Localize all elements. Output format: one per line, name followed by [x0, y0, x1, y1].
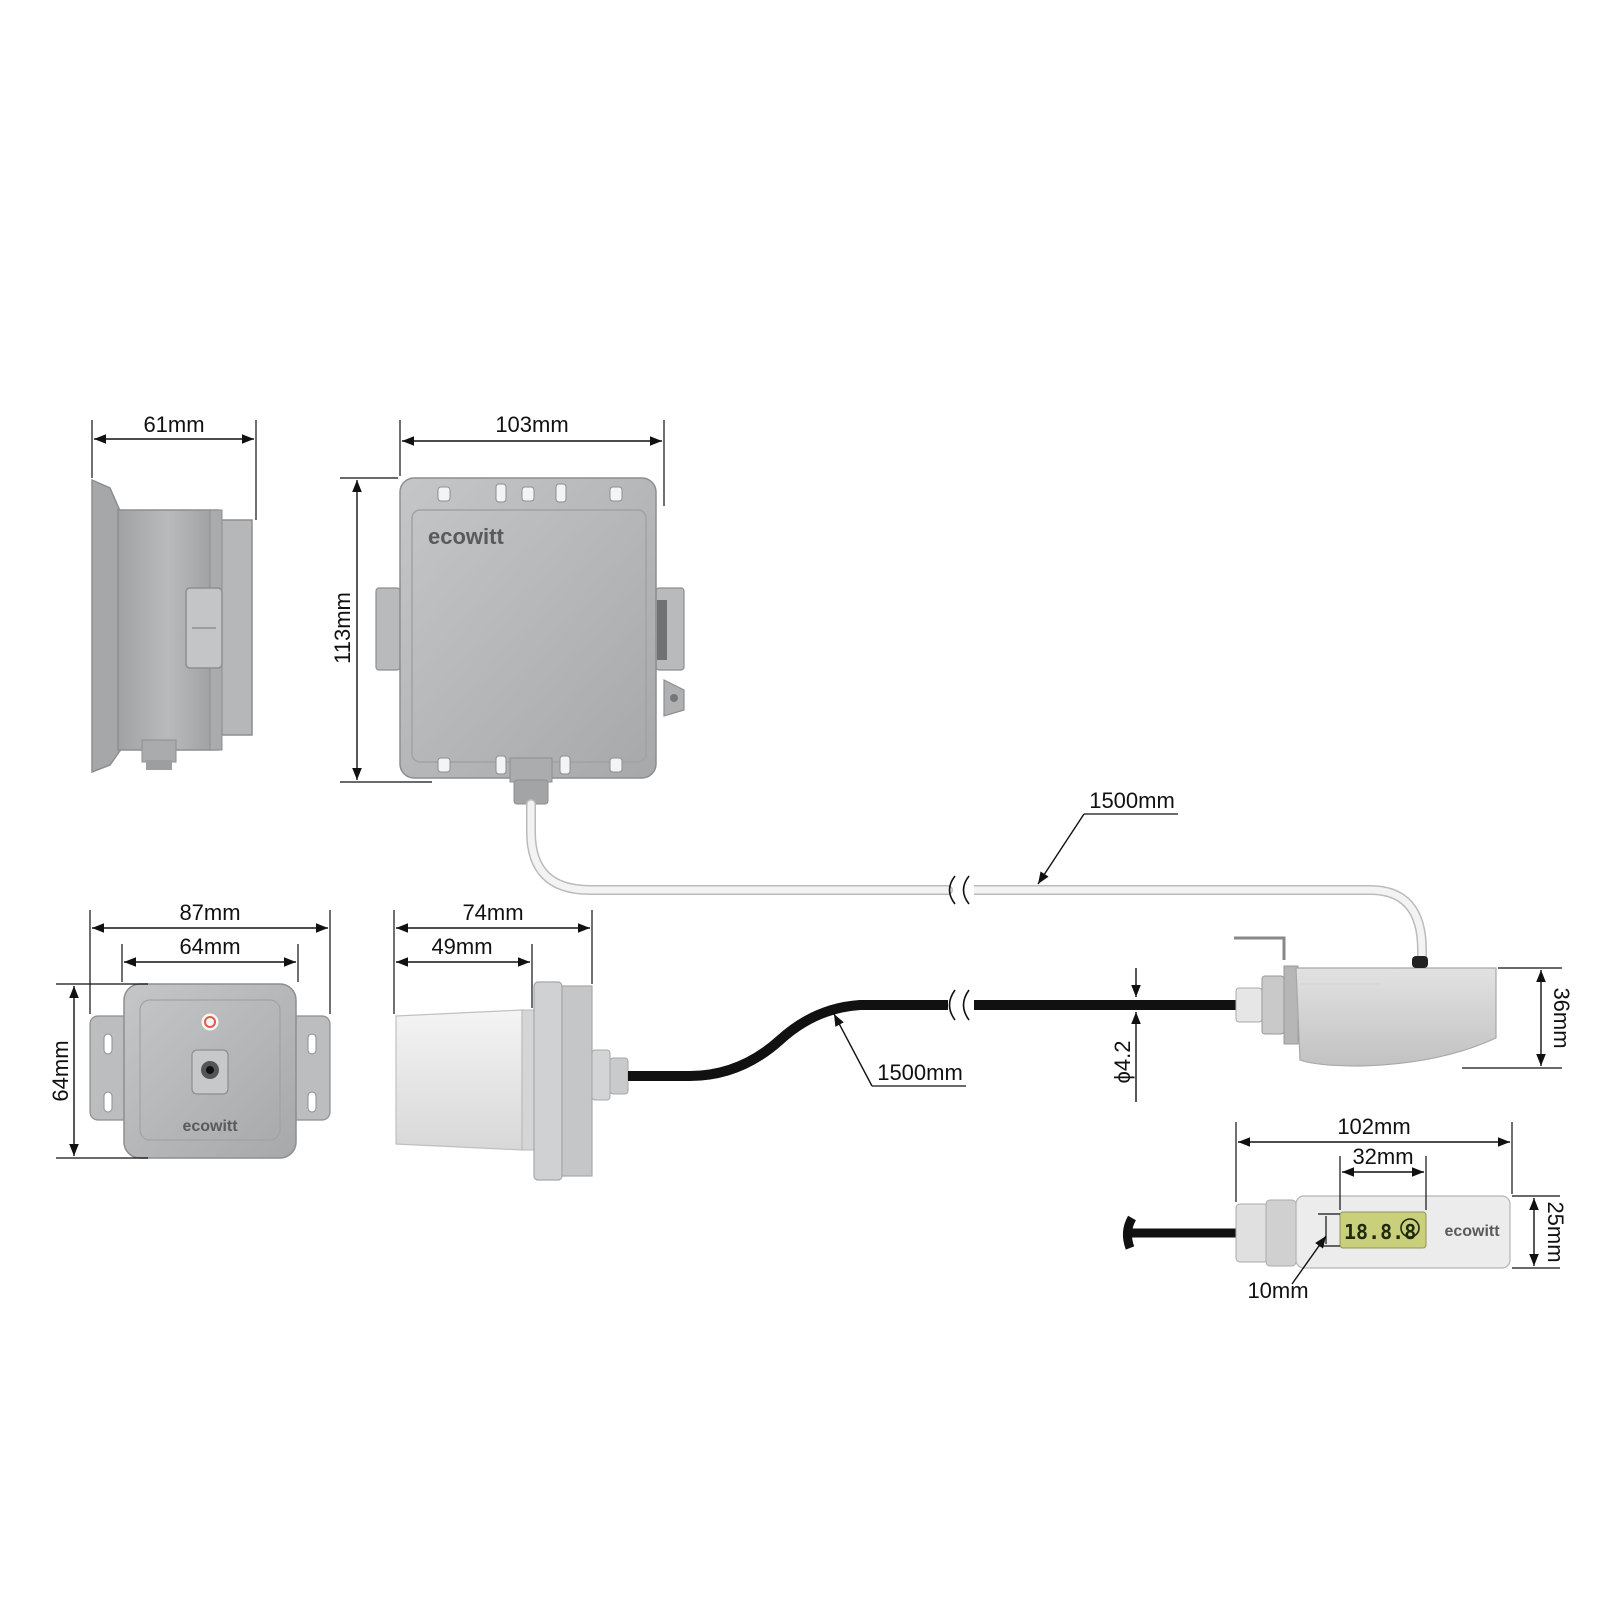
label-base-inner: 64mm	[179, 934, 240, 959]
cable-upper-white	[526, 799, 1427, 960]
dim-base-height	[56, 983, 148, 1159]
side-view-housing	[91, 478, 253, 774]
label-probe-outer: 74mm	[462, 900, 523, 925]
base-brand-logo: ecowitt	[182, 1118, 238, 1135]
label-cable-upper: 1500mm	[1089, 788, 1175, 813]
dim-probe-inner	[396, 944, 533, 1008]
dim-base-inner	[121, 944, 299, 982]
indicator-led-icon	[200, 1012, 220, 1032]
label-side-width: 61mm	[143, 412, 204, 437]
label-base-outer: 87mm	[179, 900, 240, 925]
label-probe-inner: 49mm	[431, 934, 492, 959]
sensor-head	[1234, 936, 1497, 1067]
label-cable-lower: 1500mm	[877, 1060, 963, 1085]
label-sensor-height: 36mm	[1549, 987, 1574, 1048]
probe-side-view	[395, 981, 629, 1181]
dim-front-height	[340, 477, 432, 783]
dim-front-width	[399, 420, 665, 506]
dim-side-width	[91, 420, 257, 520]
cable-lower-black	[628, 1000, 1240, 1081]
dim-sensor-height	[1462, 967, 1562, 1069]
base-top-view	[89, 983, 331, 1159]
dim-cable-upper	[1037, 813, 1178, 885]
label-display-length: 102mm	[1337, 1114, 1410, 1139]
display-unit	[1122, 1195, 1511, 1269]
dim-display-window	[1339, 1156, 1427, 1210]
dim-base-outer	[89, 910, 331, 1014]
label-display-height: 25mm	[1543, 1201, 1568, 1262]
cable-break-icon	[948, 989, 972, 1021]
label-front-height: 113mm	[330, 592, 355, 664]
label-base-height: 64mm	[48, 1040, 73, 1101]
dim-display-height	[1512, 1195, 1560, 1269]
front-brand-logo: ecowitt	[428, 524, 504, 549]
front-view-housing	[375, 477, 685, 805]
cable-break-icon	[948, 875, 970, 905]
label-display-window: 32mm	[1352, 1144, 1413, 1169]
label-front-width: 103mm	[495, 412, 568, 437]
label-cable-diameter: ϕ4.2	[1110, 1041, 1135, 1084]
display-brand-logo: ecowitt	[1444, 1223, 1500, 1240]
dim-cable-lower	[833, 1013, 966, 1087]
label-display-offset: 10mm	[1247, 1278, 1308, 1303]
dim-probe-outer	[393, 910, 593, 1014]
dim-display-offset	[1291, 1213, 1340, 1285]
lcd-readout: 18.8.8	[1344, 1220, 1416, 1244]
dim-display-length	[1235, 1122, 1513, 1202]
